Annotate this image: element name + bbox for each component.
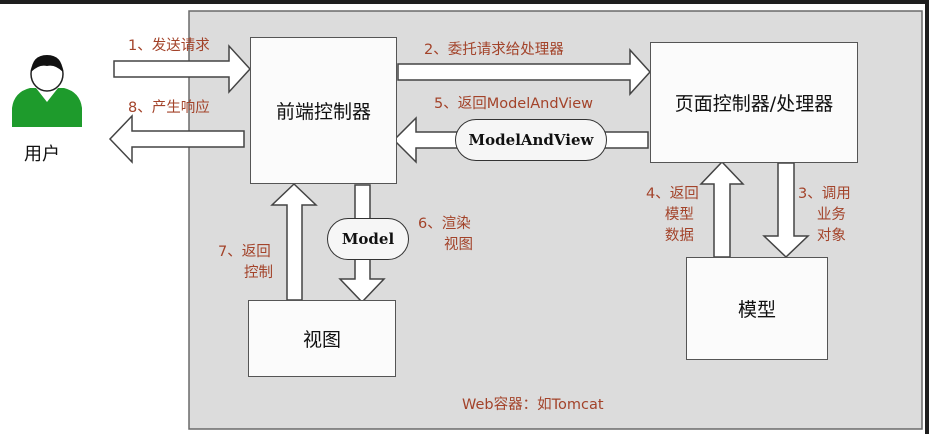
- step-5-label: 5、返回ModelAndView: [434, 96, 593, 112]
- arrow-return-control: [270, 182, 318, 301]
- step-6-label: 6、渲染 视图: [418, 214, 473, 256]
- step-3-line-3: 对象: [816, 228, 846, 244]
- arrow-return-model-data: [699, 160, 745, 258]
- step-7-line-1: 7、返回: [218, 244, 271, 260]
- front-controller-box: 前端控制器: [250, 37, 397, 184]
- user-icon: [12, 55, 82, 127]
- step-2-label: 2、委托请求给处理器: [424, 42, 564, 58]
- step-7-label: 7、返回 控制: [218, 242, 273, 284]
- step-7-line-2: 控制: [244, 265, 273, 281]
- arrow-delegate-request: [397, 48, 652, 96]
- step-6-line-2: 视图: [444, 237, 473, 253]
- page-controller-label: 页面控制器/处理器: [674, 93, 834, 115]
- arrow-send-request: [113, 44, 252, 94]
- step-4-line-2: 模型: [664, 207, 694, 223]
- step-4-line-1: 4、返回: [646, 186, 699, 202]
- view-box: 视图: [248, 300, 396, 377]
- right-dark-band: [925, 0, 929, 434]
- step-6-line-1: 6、渲染: [418, 216, 471, 232]
- step-3-line-1: 3、调用: [798, 186, 851, 202]
- top-dark-band: [0, 0, 929, 4]
- container-label: Web容器：如Tomcat: [462, 397, 604, 413]
- front-controller-label: 前端控制器: [275, 101, 371, 123]
- page-controller-box: 页面控制器/处理器: [650, 42, 858, 163]
- step-4-label: 4、返回 模型 数据: [646, 184, 699, 247]
- model-label: 模型: [737, 299, 776, 321]
- model-box: 模型: [686, 257, 828, 360]
- step-8-label: 8、产生响应: [128, 100, 210, 116]
- view-label: 视图: [302, 329, 341, 351]
- arrow-call-business-object: [762, 162, 810, 259]
- step-1-label: 1、发送请求: [128, 38, 210, 54]
- arrow-generate-response: [108, 114, 245, 164]
- step-3-line-2: 业务: [816, 207, 846, 223]
- step-3-label: 3、调用 业务 对象: [798, 184, 851, 247]
- model-and-view-pill: ModelAndView: [455, 119, 607, 161]
- model-pill: Model: [327, 218, 409, 260]
- user-label: 用户: [24, 144, 60, 165]
- step-4-line-3: 数据: [664, 228, 694, 244]
